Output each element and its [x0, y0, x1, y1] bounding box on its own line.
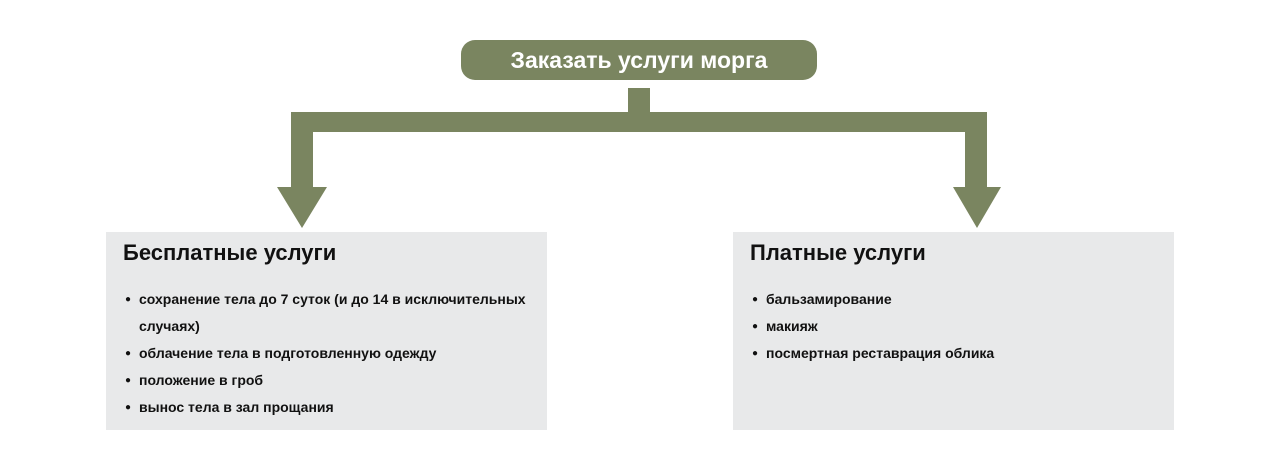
right-arrowhead: [953, 187, 1001, 228]
stem: [628, 88, 650, 114]
free-services-box: Бесплатные услуги сохранение тела до 7 с…: [106, 232, 547, 430]
list-item: положение в гроб: [125, 367, 535, 394]
horizontal-bar: [291, 112, 987, 132]
paid-services-box: Платные услуги бальзамирование макияж по…: [733, 232, 1174, 430]
left-shaft: [291, 112, 313, 188]
list-item: макияж: [752, 313, 1162, 340]
order-morgue-services-button[interactable]: Заказать услуги морга: [461, 40, 817, 80]
paid-services-heading: Платные услуги: [750, 240, 926, 265]
free-services-list: сохранение тела до 7 суток (и до 14 в ис…: [125, 286, 535, 421]
free-services-heading: Бесплатные услуги: [123, 240, 337, 265]
left-arrowhead: [277, 187, 327, 228]
right-shaft: [965, 112, 987, 188]
list-item: сохранение тела до 7 суток (и до 14 в ис…: [125, 286, 535, 340]
paid-services-list: бальзамирование макияж посмертная рестав…: [752, 286, 1162, 367]
list-item: вынос тела в зал прощания: [125, 394, 535, 421]
list-item: бальзамирование: [752, 286, 1162, 313]
list-item: посмертная реставрация облика: [752, 340, 1162, 367]
list-item: облачение тела в подготовленную одежду: [125, 340, 535, 367]
